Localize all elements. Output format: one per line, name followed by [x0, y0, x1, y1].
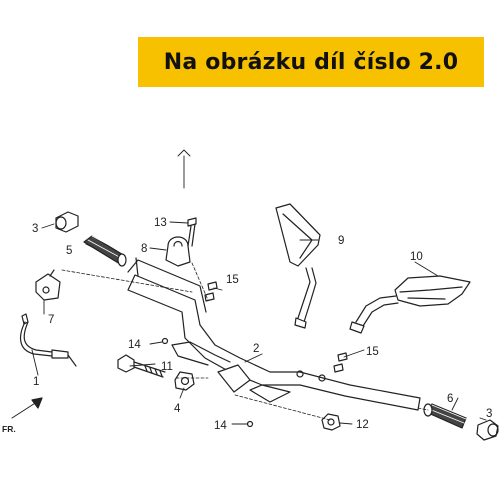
bolt-11: [117, 354, 166, 378]
screw-14-upper: [161, 337, 169, 345]
handlebar-clamp: [165, 236, 191, 267]
callout-7: 7: [48, 314, 54, 326]
callout-1: 1: [33, 376, 39, 388]
throttle-housing: [35, 269, 61, 301]
callout-5: 5: [66, 245, 72, 257]
callout-11: 11: [161, 361, 173, 373]
grip-right: [423, 403, 467, 429]
bar-end-weight-right: [476, 419, 499, 441]
handlebar-pipe: [127, 257, 421, 411]
banner-text: Na obrázku díl číslo 2.0: [163, 49, 459, 75]
callout-15-upper: 15: [226, 274, 239, 286]
callout-2: 2: [253, 343, 259, 355]
grip-left: [83, 235, 127, 267]
callout-8: 8: [141, 243, 147, 255]
front-direction-marker: FR.: [2, 397, 43, 434]
nut-12: [321, 413, 341, 431]
part-number-banner: Na obrázku díl číslo 2.0: [138, 37, 484, 87]
callout-6: 6: [447, 393, 453, 405]
front-label: FR.: [2, 424, 16, 434]
leader-lines: [31, 149, 487, 425]
callout-numbers: 1 2 3 3 4 5 6 7 8 9 10 11 12 13 14 14 15…: [32, 217, 492, 432]
dashed-guides: [61, 262, 429, 421]
callout-14-lower: 14: [214, 420, 227, 432]
callout-14-upper: 14: [128, 339, 141, 351]
callout-10: 10: [410, 251, 423, 263]
mirror-left: [275, 203, 321, 329]
callout-3-left: 3: [32, 223, 38, 235]
callout-12: 12: [356, 419, 369, 431]
bolt-15-upper: [204, 281, 218, 302]
callout-9: 9: [338, 235, 344, 247]
callout-15-lower: 15: [366, 346, 379, 358]
bolt-15-lower: [333, 352, 348, 373]
callout-13: 13: [154, 217, 167, 229]
throttle-cable: [19, 313, 77, 367]
callout-4: 4: [174, 403, 181, 415]
bushing-4: [174, 371, 195, 391]
callout-3-right: 3: [486, 408, 492, 420]
bar-end-weight-left: [55, 211, 79, 233]
bolt-13: [187, 217, 197, 247]
mirror-right: [349, 275, 471, 334]
